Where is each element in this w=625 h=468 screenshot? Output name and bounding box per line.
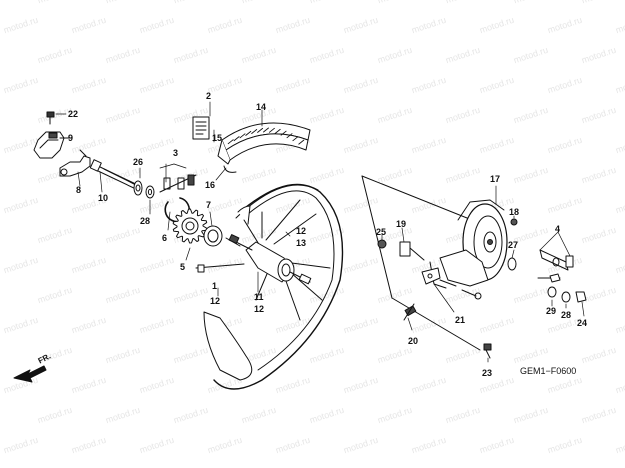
bolt-23 [483,343,492,359]
pin-18 [510,218,518,226]
bolt-22 [46,111,55,125]
collar-27 [507,257,517,271]
callout-6: 6 [162,233,168,243]
hub-bolt-1 [195,263,245,273]
brake-arm-bracket-8 [59,149,91,177]
callout-7: 7 [206,200,212,210]
washer-29 [547,286,557,298]
collar-26 [133,180,143,196]
brake-panel-17 [361,175,508,351]
brake-cam-19 [399,241,425,261]
tire-14 [217,122,311,165]
callout-11: 11 [254,292,264,302]
callout-16: 16 [205,180,216,190]
callout-10: 10 [98,193,109,203]
hub-11 [225,234,312,285]
callout-29: 29 [546,306,557,316]
callout-23: 23 [482,368,493,378]
callout-26: 26 [133,157,144,167]
callout-14: 14 [256,102,267,112]
callout-25: 25 [376,227,387,237]
callout-15: 15 [212,133,223,143]
callout-1: 1 [212,281,218,291]
adjuster-3 [159,174,197,193]
callout-5: 5 [180,262,186,272]
callout-28-right: 28 [561,310,572,320]
sprocket-5 [172,208,208,244]
callout-24: 24 [577,318,588,328]
rim-tape-16 [223,165,237,173]
callout-2: 2 [206,91,212,101]
label-plate-2 [192,116,210,140]
sprocket-flange-7 [203,225,223,247]
callout-28-left: 28 [140,216,151,226]
callout-20: 20 [408,336,419,346]
callout-13: 13 [296,238,307,248]
callout-12-rim: 12 [296,226,307,236]
nut-28-left [145,185,155,199]
callout-19: 19 [396,219,407,229]
callout-4: 4 [555,224,561,234]
callout-3: 3 [173,148,179,158]
callout-9: 9 [68,133,74,143]
front-arrow-icon [13,365,47,383]
callout-27: 27 [508,240,519,250]
leader-lines [55,101,585,363]
callout-8: 8 [76,185,82,195]
adjuster-4-group [537,249,574,283]
axle-10 [89,159,141,191]
callout-21: 21 [455,315,466,325]
callout-12-bolt: 12 [210,296,221,306]
nut-24 [575,291,587,303]
callout-22: 22 [68,109,79,119]
callout-12-hub: 12 [254,304,265,314]
bolt-25 [377,239,387,249]
brake-arm-21 [421,267,457,287]
callout-18: 18 [509,207,520,217]
rim-13 [203,183,344,390]
callout-17: 17 [490,174,501,184]
cable-guide-9 [33,131,73,159]
diagram-code: GEM1−F0600 [520,366,577,376]
bolt-20 [403,303,417,321]
nut-28-right [561,291,571,303]
